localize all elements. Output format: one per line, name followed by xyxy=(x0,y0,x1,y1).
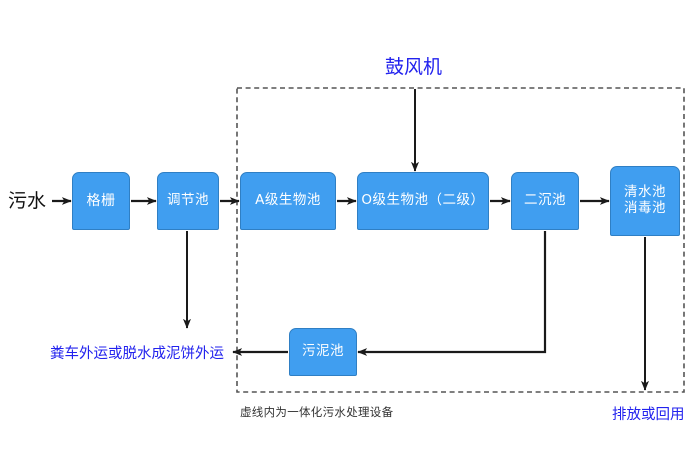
label-discharge-or-reuse: 排放或回用 xyxy=(612,403,685,424)
node-grate[interactable]: 格栅 xyxy=(72,172,130,230)
node-grate-label: 格栅 xyxy=(86,192,116,209)
node-clearwater-disinfection-tank[interactable]: 清水池 消毒池 xyxy=(610,166,680,236)
label-dashed-region-caption: 虚线内为一体化污水处理设备 xyxy=(240,404,393,420)
dashed-region-integrated-equipment xyxy=(236,87,685,393)
label-influent-wastewater: 污水 xyxy=(8,186,46,213)
node-sludge-tank[interactable]: 污泥池 xyxy=(289,328,357,376)
node-secondary-clarifier[interactable]: 二沉池 xyxy=(511,172,579,230)
label-sludge-haul-away-text: 粪车外运或脱水成泥饼外运 xyxy=(50,346,224,362)
node-clearwater-disinfection-tank-label: 清水池 消毒池 xyxy=(624,184,666,216)
arrow-sedim2-to-sludge-tank xyxy=(357,231,547,356)
node-o-stage-bio-tank[interactable]: O级生物池（二级） xyxy=(357,172,489,230)
label-dashed-region-caption-text: 虚线内为一体化污水处理设备 xyxy=(240,405,394,419)
node-regulating-tank[interactable]: 调节池 xyxy=(157,172,219,230)
node-a-stage-bio-tank-label: A级生物池 xyxy=(255,192,321,209)
node-sludge-tank-label: 污泥池 xyxy=(302,343,344,360)
node-regulating-tank-label: 调节池 xyxy=(167,192,209,209)
node-a-stage-bio-tank[interactable]: A级生物池 xyxy=(240,172,336,230)
node-o-stage-bio-tank-label: O级生物池（二级） xyxy=(361,192,485,209)
label-discharge-or-reuse-text: 排放或回用 xyxy=(612,407,685,423)
label-blower: 鼓风机 xyxy=(385,52,442,79)
label-influent-wastewater-text: 污水 xyxy=(8,190,47,212)
label-blower-text: 鼓风机 xyxy=(385,56,443,78)
label-sludge-haul-away: 粪车外运或脱水成泥饼外运 xyxy=(50,342,224,363)
node-secondary-clarifier-label: 二沉池 xyxy=(524,192,566,209)
